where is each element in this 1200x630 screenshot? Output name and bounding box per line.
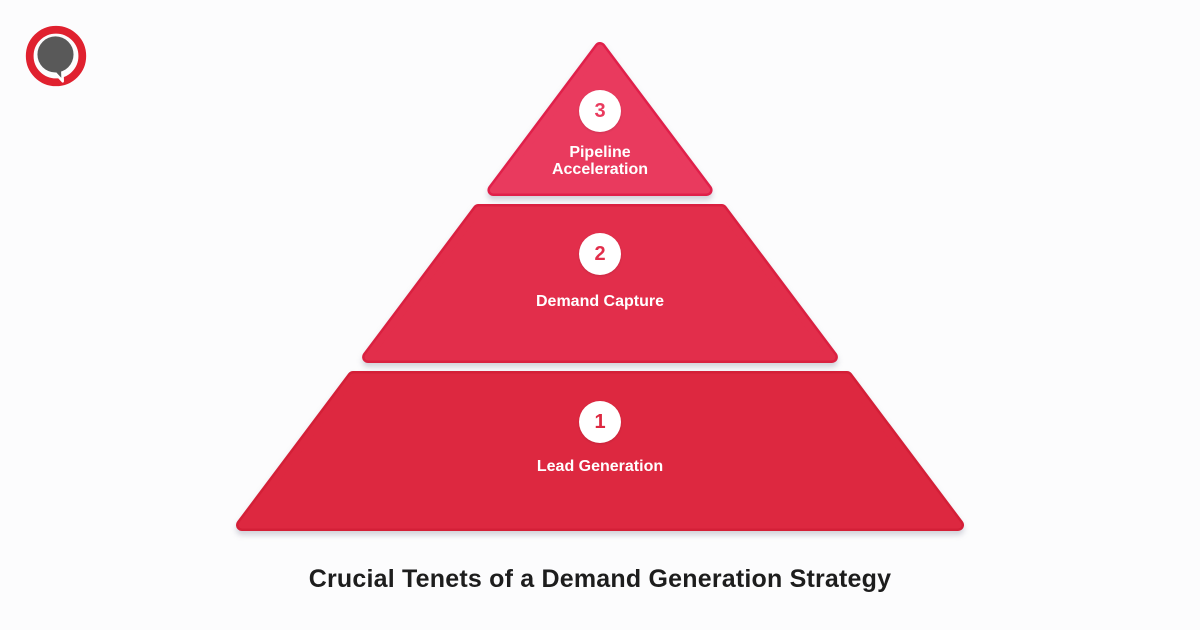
pyramid-level-2: 2 Demand Capture (450, 233, 750, 311)
level-2-label: Demand Capture (535, 293, 665, 310)
level-3-number-badge: 3 (579, 90, 621, 132)
level-3-number: 3 (594, 99, 606, 122)
level-1-number-badge: 1 (579, 401, 621, 443)
level-3-label: Pipeline Acceleration (551, 144, 649, 178)
brand-logo (23, 23, 89, 89)
level-1-label: Lead Generation (536, 458, 664, 475)
pyramid-level-1-shape (236, 371, 964, 531)
level-2-number: 2 (594, 242, 606, 265)
level-2-number-badge: 2 (579, 233, 621, 275)
pyramid-level-1: 1 Lead Generation (450, 401, 750, 476)
infographic-title: Crucial Tenets of a Demand Generation St… (308, 565, 892, 593)
pyramid-level-2-shape (362, 204, 838, 363)
pyramid-level-3: 3 Pipeline Acceleration (450, 90, 750, 179)
level-1-number: 1 (594, 410, 606, 433)
speech-bubble-icon (25, 25, 87, 87)
